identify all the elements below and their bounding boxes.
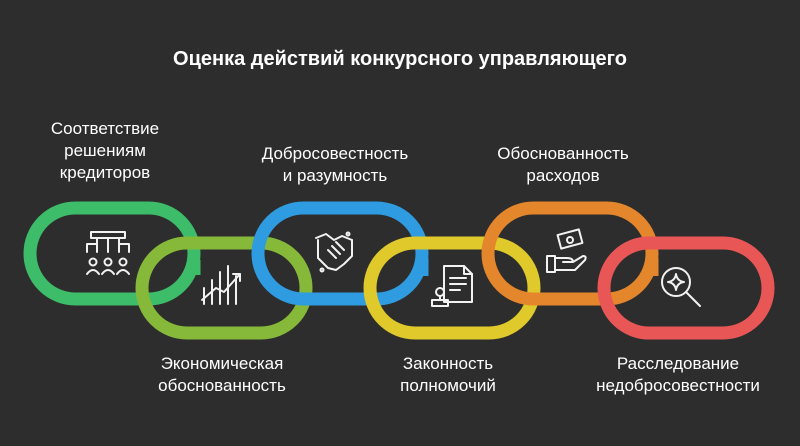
chain-link-blue <box>251 201 429 306</box>
org-chart-people-icon <box>86 231 130 275</box>
page-title: Оценка действий конкурсного управляющего <box>173 48 627 70</box>
chain-link-green <box>23 201 201 306</box>
label-text: Добросовестность и разумность <box>261 144 409 185</box>
label-legality-of-powers: Законность полномочий <box>348 353 548 397</box>
chain-link-orange <box>481 201 659 306</box>
label-expense-justification: Обоснованность расходов <box>463 143 663 187</box>
label-bad-faith-investigation: Расследование недобросовестности <box>578 353 778 397</box>
label-creditors-decisions: Соответствие решениям кредиторов <box>5 118 205 184</box>
handshake-icon <box>315 231 353 273</box>
growth-chart-icon <box>201 265 241 305</box>
label-text: Соответствие решениям кредиторов <box>50 119 160 182</box>
label-text: Расследование недобросовестности <box>596 354 760 395</box>
money-hand-icon <box>546 228 587 273</box>
chain-link-lime <box>135 236 313 340</box>
label-text: Обоснованность расходов <box>497 144 629 185</box>
label-text: Законность полномочий <box>400 354 496 395</box>
chain-link-yellow <box>363 236 541 340</box>
document-stamp-icon <box>431 265 473 307</box>
label-good-faith: Добросовестность и разумность <box>235 143 435 187</box>
chain-link-red <box>597 236 775 340</box>
magnifier-icon <box>661 267 701 307</box>
label-text: Экономическая обоснованность <box>158 354 286 395</box>
label-economic-justification: Экономическая обоснованность <box>122 353 322 397</box>
